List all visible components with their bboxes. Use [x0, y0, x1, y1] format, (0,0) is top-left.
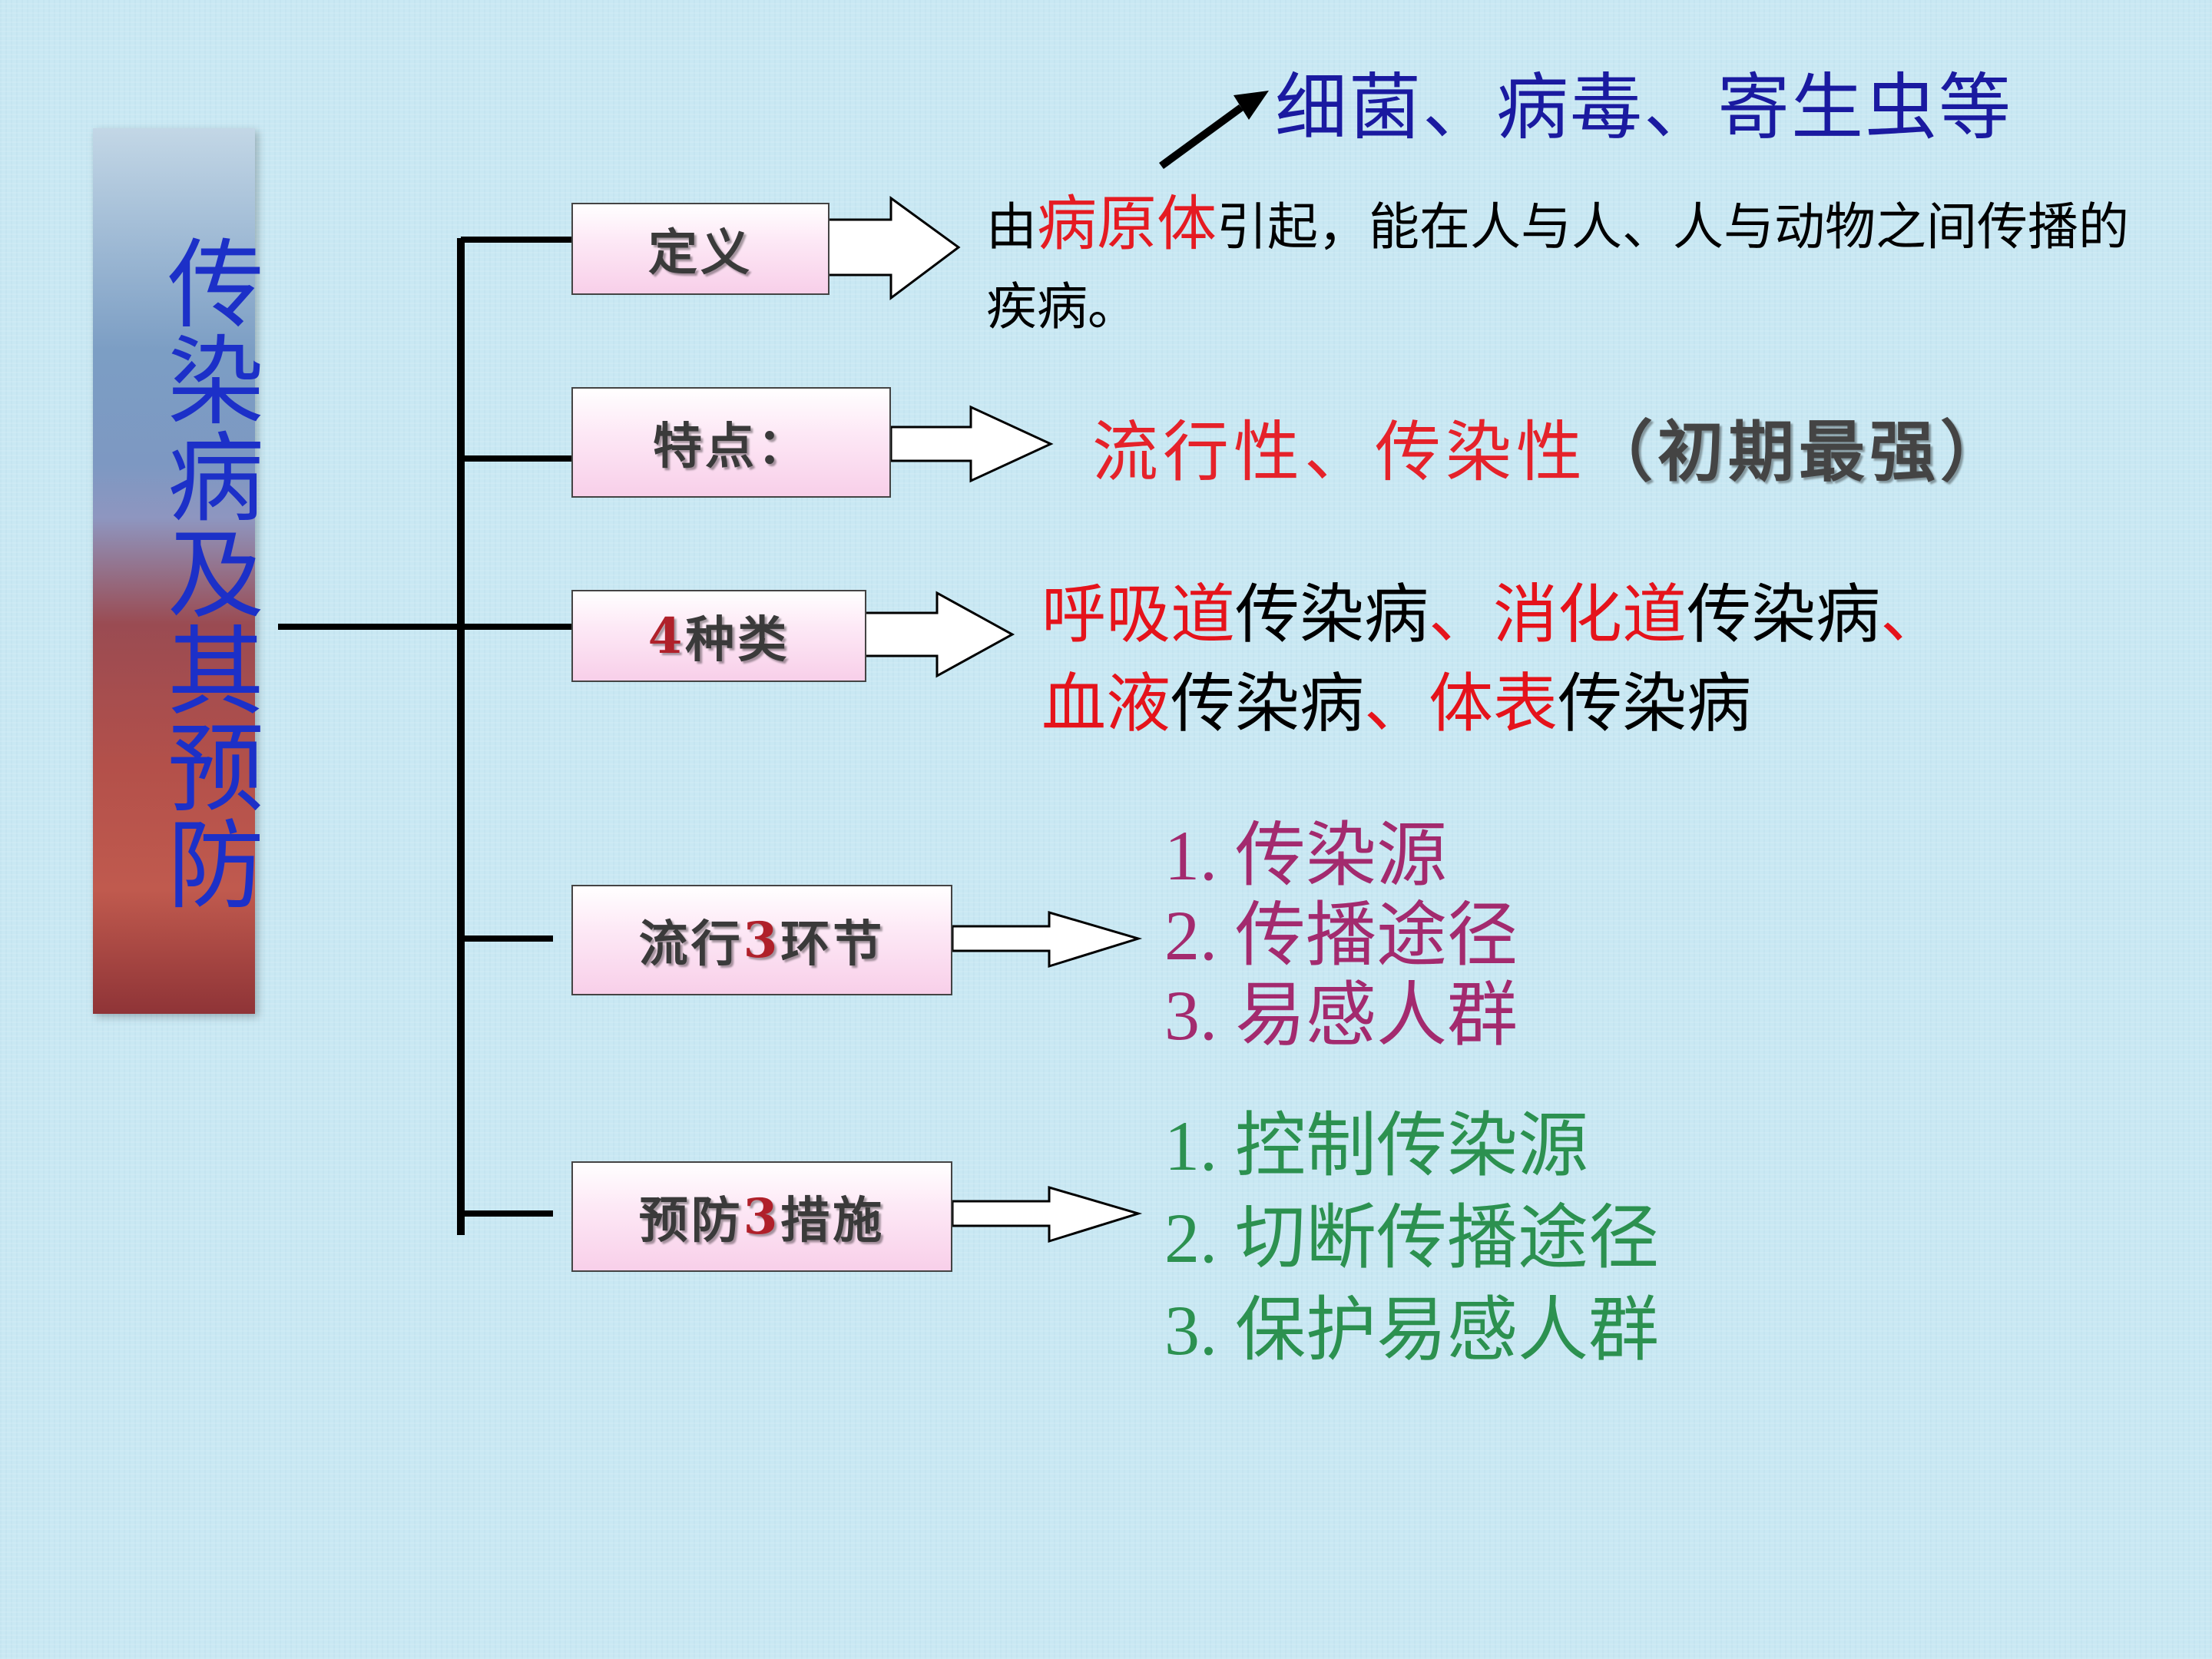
kind-black: 传染病 [1687, 577, 1881, 652]
definition-text: 由病原体引起，能在人与人、人与动物之间传播的疾病。 [986, 184, 2138, 347]
list-item: 3. 易感人群 [1164, 976, 1518, 1055]
branch-measures-num: 3 [743, 1187, 781, 1246]
kind-sep: 、 [1880, 577, 1945, 652]
kind-red: 血液 [1041, 666, 1171, 741]
kind-sep: 、 [1429, 577, 1494, 652]
features-part2: 传染性 [1375, 416, 1587, 489]
definition-pre: 由 [986, 197, 1037, 257]
features-paren: （初期最强） [1587, 416, 2011, 489]
kind-black: 传染病 [1171, 666, 1365, 741]
branch-links-num: 3 [743, 911, 781, 969]
pathogen-arrow-head [1233, 91, 1269, 120]
kind-black: 传染病 [1558, 666, 1752, 741]
kind-red: 呼吸道 [1041, 577, 1236, 652]
branch-features: 特点： [571, 387, 891, 498]
kinds-line-1: 呼吸道传染病、消化道传染病、 [1041, 570, 2194, 659]
kind-red: 消化道 [1493, 577, 1687, 652]
pathogen-arrow-shaft [1159, 104, 1243, 170]
features-text: 流行性、传染性（初期最强） [1092, 398, 2011, 494]
branch-definition-label: 定义 [648, 224, 753, 282]
branch-features-label: 特点： [653, 418, 810, 475]
branch-measures-pre: 预防 [638, 1192, 743, 1250]
features-sep: 、 [1304, 416, 1375, 489]
list-item: 1. 控制传染源 [1164, 1107, 1589, 1185]
arrow-5 [951, 1185, 1143, 1243]
kinds-text: 呼吸道传染病、消化道传染病、 血液传染病、体表传染病 [1041, 570, 2194, 748]
features-part1: 流行性 [1092, 416, 1304, 489]
kind-black: 传染病 [1235, 577, 1429, 652]
pathogens-note: 细菌、病毒、寄生虫等 [1275, 68, 2013, 148]
list-item: 2. 切断传播途径 [1164, 1199, 1660, 1277]
list-item: 2. 传播途径 [1164, 896, 1518, 975]
kinds-line-2: 血液传染病、体表传染病 [1041, 659, 2194, 748]
branch-links-pre: 流行 [638, 916, 743, 973]
arrow-3 [863, 591, 1015, 678]
arrow-2 [889, 405, 1054, 483]
branch-measures-label: 措施 [780, 1192, 886, 1250]
list-item: 3. 保护易感人群 [1164, 1291, 1660, 1369]
branch-kinds-label: 种类 [685, 611, 790, 669]
arrow-4 [951, 910, 1143, 969]
branch-links-label: 环节 [780, 916, 886, 973]
kind-sep: 、 [1364, 666, 1429, 741]
definition-highlight: 病原体 [1037, 190, 1217, 259]
page-title: 传染病及其预防 [153, 233, 260, 911]
measures-list: 1. 控制传染源 2. 切断传播途径 3. 保护易感人群 [1164, 1100, 1659, 1376]
arrow-1 [826, 196, 961, 300]
kind-red: 体表 [1429, 666, 1558, 741]
list-item: 1. 传染源 [1164, 816, 1448, 895]
title-bar: 传染病及其预防 [93, 128, 260, 1014]
branch-definition: 定义 [571, 203, 830, 295]
branch-kinds-num: 4 [647, 607, 686, 665]
links-list: 1. 传染源 2. 传播途径 3. 易感人群 [1164, 816, 1518, 1055]
definition-post: 引起，能在人与人、人与动物之间传播的疾病。 [986, 197, 2130, 336]
